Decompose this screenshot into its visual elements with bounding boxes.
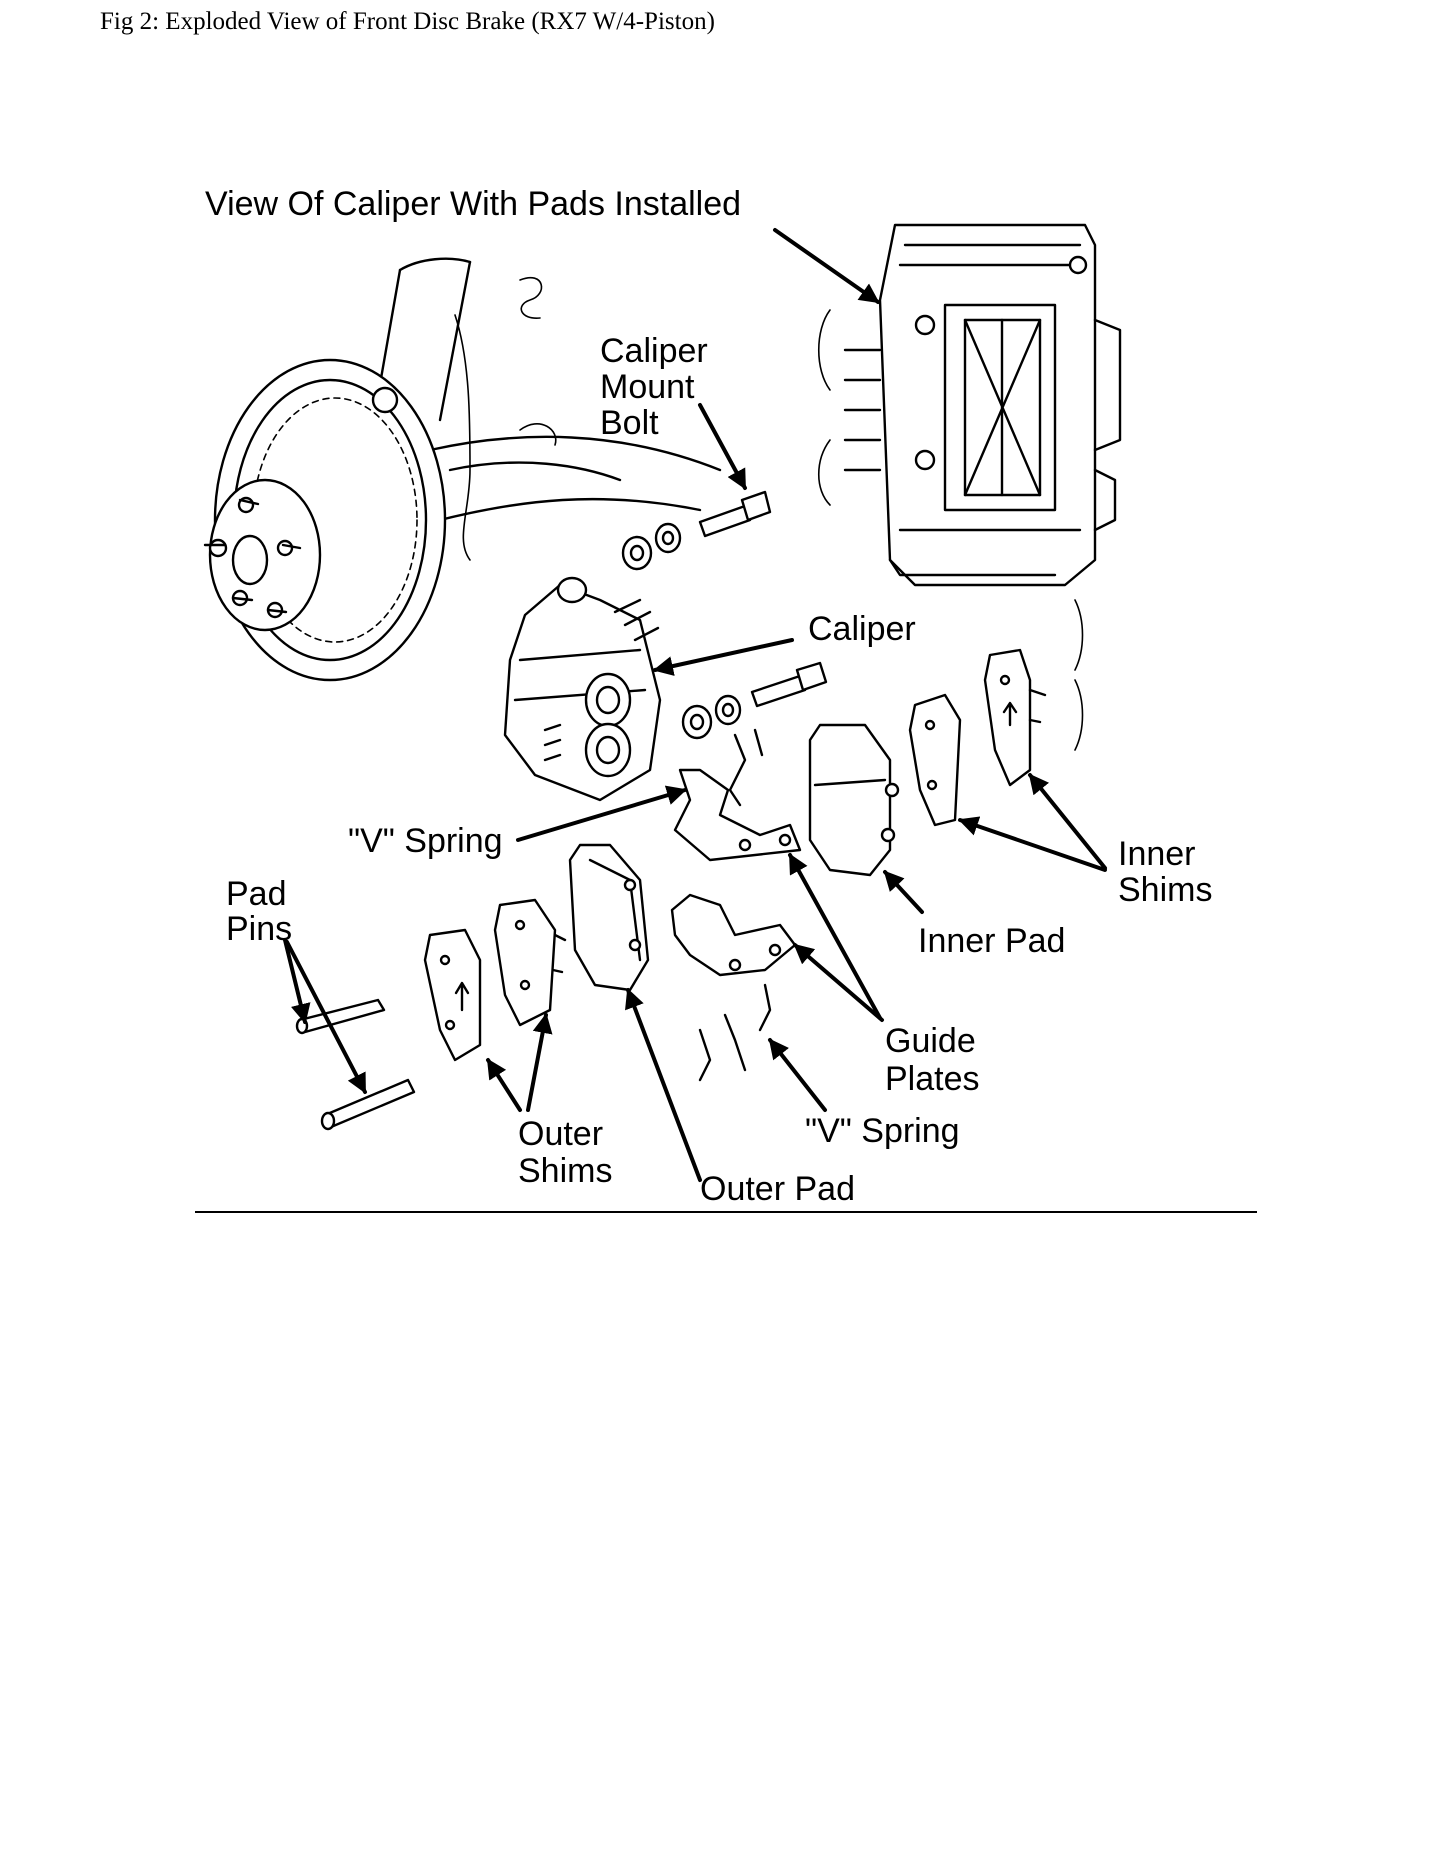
outer-shims — [423, 898, 567, 1062]
mount-bolts — [621, 490, 828, 740]
leader-arrows — [283, 228, 1107, 1182]
lower-spring-and-guide-plate — [670, 893, 797, 1082]
label-v-spring-lower: "V" Spring — [805, 1112, 960, 1150]
label-outer-pad: Outer Pad — [700, 1170, 855, 1208]
caliper-body — [503, 576, 662, 802]
installed-caliper-view — [817, 223, 1122, 587]
label-caliper-mount-bolt-line2: Mount — [600, 368, 695, 406]
label-pad-pins-line1: Pad — [226, 875, 287, 913]
label-outer-shims-line1: Outer — [518, 1115, 603, 1153]
inner-shims — [908, 599, 1084, 827]
brake-rotor — [203, 358, 447, 682]
label-pad-pins-line2: Pins — [226, 910, 292, 948]
label-caliper-mount-bolt-line3: Bolt — [600, 404, 659, 442]
upper-spring-and-guide-plate — [673, 728, 802, 862]
label-inner-shims-line1: Inner — [1118, 835, 1196, 873]
label-guide-plates-line1: Guide — [885, 1022, 976, 1060]
label-guide-plates-line2: Plates — [885, 1060, 980, 1098]
label-view-of-caliper: View Of Caliper With Pads Installed — [205, 185, 741, 223]
label-v-spring-upper: "V" Spring — [348, 822, 503, 860]
pad-pins — [295, 998, 416, 1131]
label-inner-shims-line2: Shims — [1118, 871, 1212, 909]
label-outer-shims-line2: Shims — [518, 1152, 612, 1190]
inner-pad — [808, 723, 900, 877]
label-caliper: Caliper — [808, 610, 916, 648]
label-inner-pad: Inner Pad — [918, 922, 1065, 960]
label-caliper-mount-bolt-line1: Caliper — [600, 332, 708, 370]
strut-assembly — [370, 257, 722, 561]
outer-pad — [568, 843, 650, 992]
figure-caption: Fig 2: Exploded View of Front Disc Brake… — [100, 8, 715, 35]
